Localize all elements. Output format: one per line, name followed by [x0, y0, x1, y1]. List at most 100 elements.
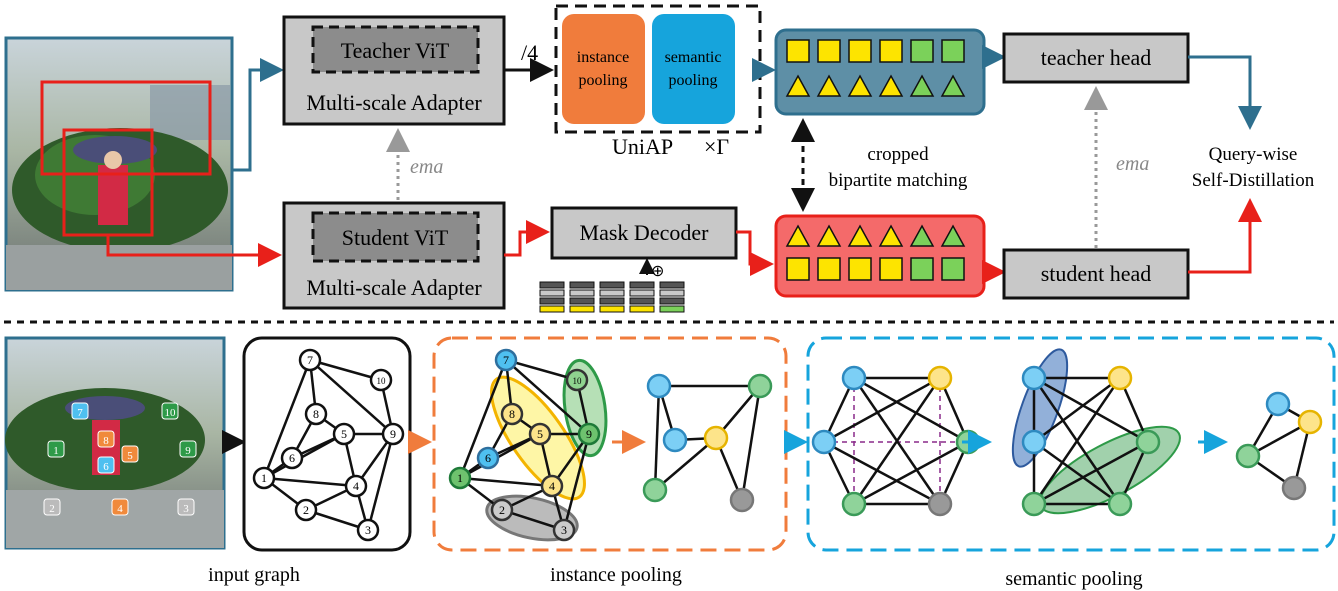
- pooled-node-2: [662, 427, 688, 453]
- svg-text:10: 10: [377, 376, 387, 386]
- pooled-node-4: [1021, 491, 1047, 517]
- pooled-edge: [852, 377, 942, 505]
- svg-text:semantic: semantic: [665, 49, 722, 66]
- pooled-edge: [1033, 440, 1121, 506]
- student-to-distill-arrow: [1188, 198, 1262, 274]
- svg-text:2: 2: [49, 503, 55, 515]
- student-head-block: student head: [1002, 248, 1190, 300]
- distill-label-2: Self-Distillation: [1192, 170, 1315, 191]
- svg-text:5: 5: [537, 427, 543, 441]
- photo-label-3: 3: [177, 498, 195, 516]
- svg-text:4: 4: [549, 479, 555, 493]
- mask-decoder-label: Mask Decoder: [580, 220, 710, 245]
- pooled-edge: [1032, 377, 1122, 505]
- instance-pooling-label-1: instance: [577, 49, 629, 66]
- graph-edge: [459, 476, 553, 488]
- graph-node-10: 10: [369, 368, 393, 392]
- svg-text:2: 2: [303, 503, 309, 517]
- photo-label-4: 4: [111, 498, 129, 516]
- svg-text:9: 9: [586, 427, 592, 441]
- svg-text:6: 6: [485, 451, 491, 465]
- graph-node-1: 1: [448, 466, 472, 490]
- graph-node-7: 7: [494, 348, 518, 372]
- student-queries: [774, 214, 986, 298]
- svg-text:pooling: pooling: [669, 72, 718, 89]
- svg-text:1: 1: [261, 471, 267, 485]
- pooled-node-3: [1281, 475, 1307, 501]
- svg-text:7: 7: [77, 407, 83, 419]
- teacher-vit-block: Teacher ViT Multi-scale Adapter: [282, 15, 506, 126]
- ema-label-left: ema: [410, 156, 443, 178]
- student-head-label: student head: [1041, 261, 1152, 286]
- mask-decoder-block: Mask Decoder: [550, 206, 738, 260]
- photo-label-6: 6: [97, 456, 115, 474]
- pooled-edge: [654, 437, 717, 491]
- photo-label-8: 8: [97, 430, 115, 448]
- graph-node-4: 4: [344, 474, 368, 498]
- student-input-arrow: [106, 235, 282, 267]
- pooled-edge: [653, 385, 661, 491]
- svg-text:7: 7: [307, 353, 313, 367]
- teacher-input-arrow: [232, 58, 284, 172]
- pooled-node-1: [927, 365, 953, 391]
- svg-text:8: 8: [103, 435, 109, 447]
- pooled-edge: [1033, 376, 1149, 444]
- svg-text:instance: instance: [577, 49, 629, 66]
- pooled-edge: [823, 376, 941, 444]
- input-photo-top: [4, 36, 234, 292]
- graph-node-5: 5: [528, 422, 552, 446]
- graph-node-2: 2: [294, 498, 318, 522]
- semantic-pooling-label-2: pooling: [669, 72, 718, 89]
- student-vit-label: Student ViT: [342, 225, 449, 250]
- instance-pooling-label-2: pooling: [579, 72, 628, 89]
- graph-edge: [309, 358, 382, 382]
- teacher-vit-label: Teacher ViT: [341, 38, 450, 63]
- svg-text:8: 8: [509, 407, 515, 421]
- svg-text:Self-Distillation: Self-Distillation: [1192, 170, 1315, 191]
- pooled-edge: [1033, 376, 1121, 444]
- graph-node-3: 3: [552, 518, 576, 542]
- ema-label-right: ema: [1116, 153, 1149, 175]
- photo-label-7: 7: [71, 402, 89, 420]
- svg-text:1: 1: [457, 471, 463, 485]
- semantic-pooling-label-1: semantic: [665, 49, 722, 66]
- pooled-node-4: [642, 477, 668, 503]
- graph-node-9: 9: [577, 422, 601, 446]
- oplus-label: ⊕: [651, 263, 664, 280]
- graph-edge: [505, 358, 578, 382]
- photo-label-5: 5: [121, 445, 139, 463]
- pooled-edge: [1033, 440, 1149, 506]
- memory-tokens: [539, 281, 685, 313]
- matching-label-2: bipartite matching: [829, 170, 968, 191]
- svg-text:4: 4: [117, 503, 123, 515]
- graph-edge: [366, 433, 395, 531]
- graph-node-6: 6: [280, 446, 304, 470]
- teacher-to-distill-arrow: [1188, 55, 1262, 130]
- svg-text:7: 7: [503, 353, 509, 367]
- svg-text:5: 5: [341, 427, 347, 441]
- svg-text:9: 9: [185, 445, 191, 457]
- adapter-label-top: Multi-scale Adapter: [306, 90, 482, 115]
- svg-text:1: 1: [53, 445, 59, 457]
- pooled-node-4: [841, 491, 867, 517]
- pooled-node-1: [747, 373, 773, 399]
- teacher-queries: [774, 28, 986, 116]
- photo-label-1: 1: [47, 440, 65, 458]
- pooled-node-2: [1021, 429, 1047, 455]
- photo-label-2: 2: [43, 498, 61, 516]
- svg-text:3: 3: [183, 503, 189, 515]
- pooled-node-0: [1021, 365, 1047, 391]
- repeat-label: ×Γ: [704, 134, 729, 159]
- student-to-decoder-arrow: [504, 220, 550, 257]
- svg-text:4: 4: [353, 479, 359, 493]
- uniap-label: UniAP: [612, 134, 673, 159]
- svg-text:Query-wise: Query-wise: [1209, 144, 1298, 165]
- pooled-node-5: [1107, 491, 1133, 517]
- graph-edge: [458, 359, 508, 479]
- graph-node-2: 2: [490, 498, 514, 522]
- svg-text:9: 9: [390, 427, 396, 441]
- graph-node-1: 1: [252, 466, 276, 490]
